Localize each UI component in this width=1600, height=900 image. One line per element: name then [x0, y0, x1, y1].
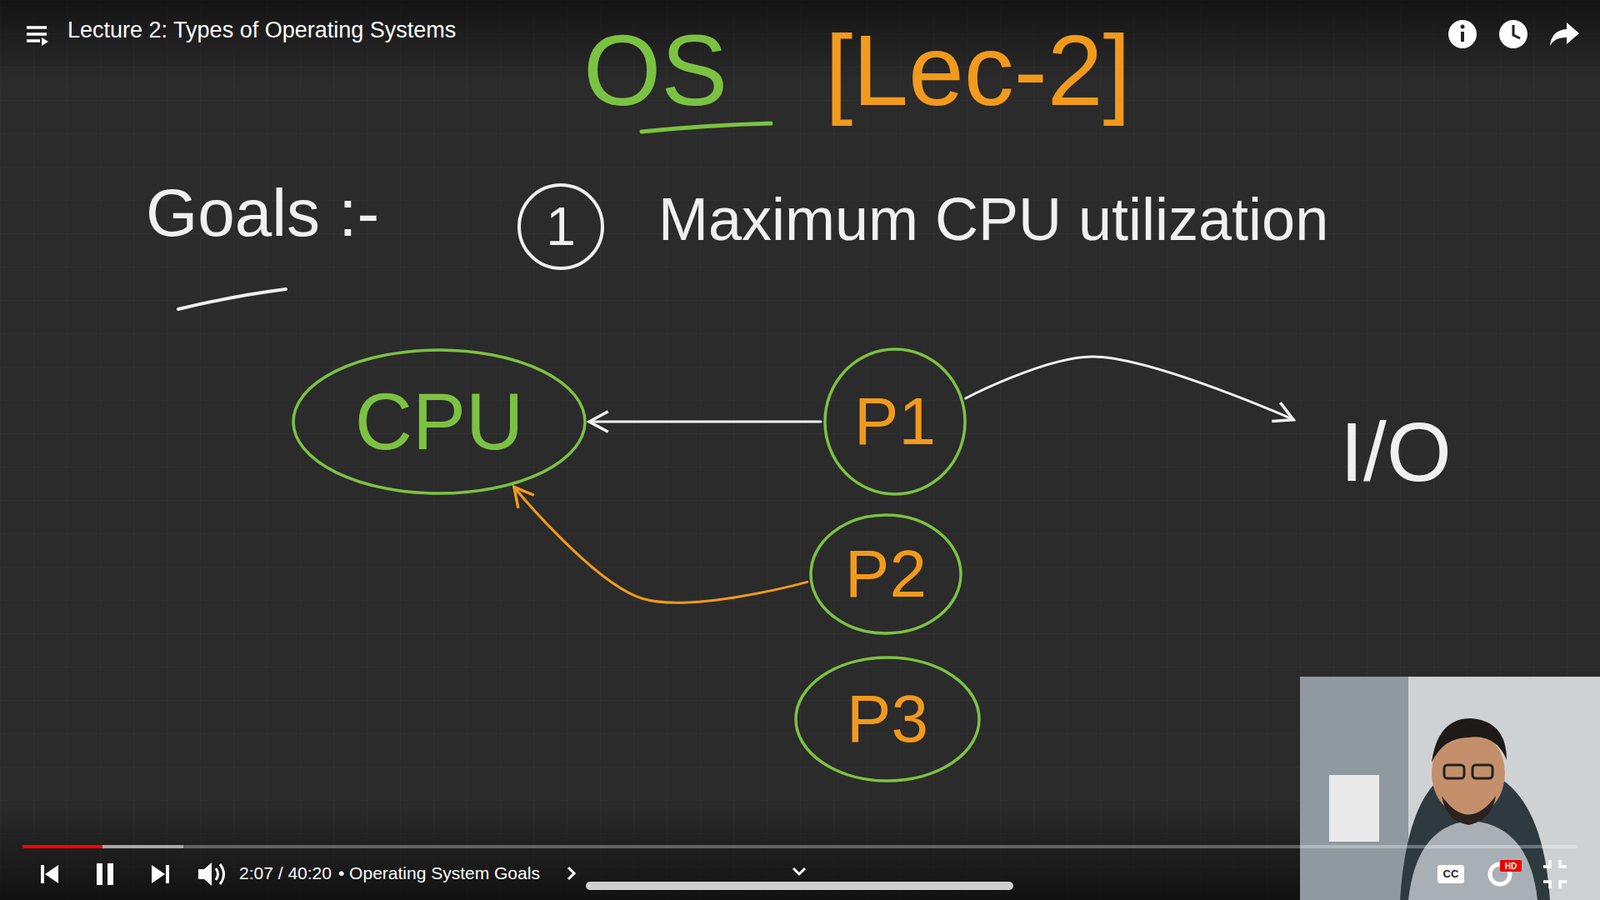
player-controls	[40, 862, 212, 886]
goal-text: Maximum CPU utilization	[658, 186, 1329, 253]
process-ellipse: P1	[823, 347, 967, 496]
arrow-connector	[589, 420, 821, 424]
process-ellipse: P3	[794, 655, 981, 783]
lecture-number: [Lec-2]	[825, 15, 1131, 125]
hd-badge	[1500, 860, 1522, 872]
arrow-connector	[514, 486, 808, 603]
ellipse-outline	[293, 350, 585, 494]
cc-icon	[1437, 865, 1465, 884]
cc-label: CC	[1443, 868, 1460, 880]
arrow-connector	[965, 356, 1294, 420]
video-title: Lecture 2: Types of Operating Systems	[67, 18, 456, 44]
lecture-heading: OS	[583, 15, 728, 125]
share-icon	[1550, 22, 1580, 46]
player-controls	[215, 864, 805, 885]
progress-played	[22, 845, 103, 849]
time-display: 2:07 / 40:20	[239, 863, 332, 883]
section-heading: Goals :-	[145, 176, 380, 250]
node-label: I/O	[1340, 405, 1451, 498]
top-shade	[0, 0, 1600, 84]
info-icon	[1460, 31, 1465, 42]
ellipse-outline	[810, 515, 961, 634]
ellipse-outline	[795, 657, 980, 781]
info-icon	[1460, 25, 1465, 30]
info-icon	[1448, 20, 1477, 49]
callout-number: 1	[545, 197, 576, 256]
clock-icon	[1513, 25, 1520, 39]
playlist-icon	[41, 37, 49, 46]
ellipse-outline	[825, 349, 965, 495]
buffer-bar	[22, 845, 184, 849]
clock-icon	[1499, 20, 1528, 49]
node-label: CPU	[355, 377, 525, 466]
underline	[178, 289, 286, 310]
process-ellipse: P2	[809, 513, 963, 635]
progress-track	[22, 845, 1578, 849]
node-label: P3	[846, 682, 929, 756]
node-label: P1	[854, 385, 936, 459]
cpu-ellipse: CPU	[291, 348, 587, 495]
exit-fullscreen-icon	[1543, 860, 1567, 889]
webcam-overlay	[1300, 676, 1600, 900]
io-node: I/O	[1295, 400, 1496, 503]
number-circle	[519, 185, 603, 269]
hd-label: HD	[1505, 861, 1517, 871]
chapter-title: • Operating System Goals	[338, 863, 540, 883]
scroll-handle	[585, 881, 1014, 890]
node-label: P2	[845, 537, 927, 611]
